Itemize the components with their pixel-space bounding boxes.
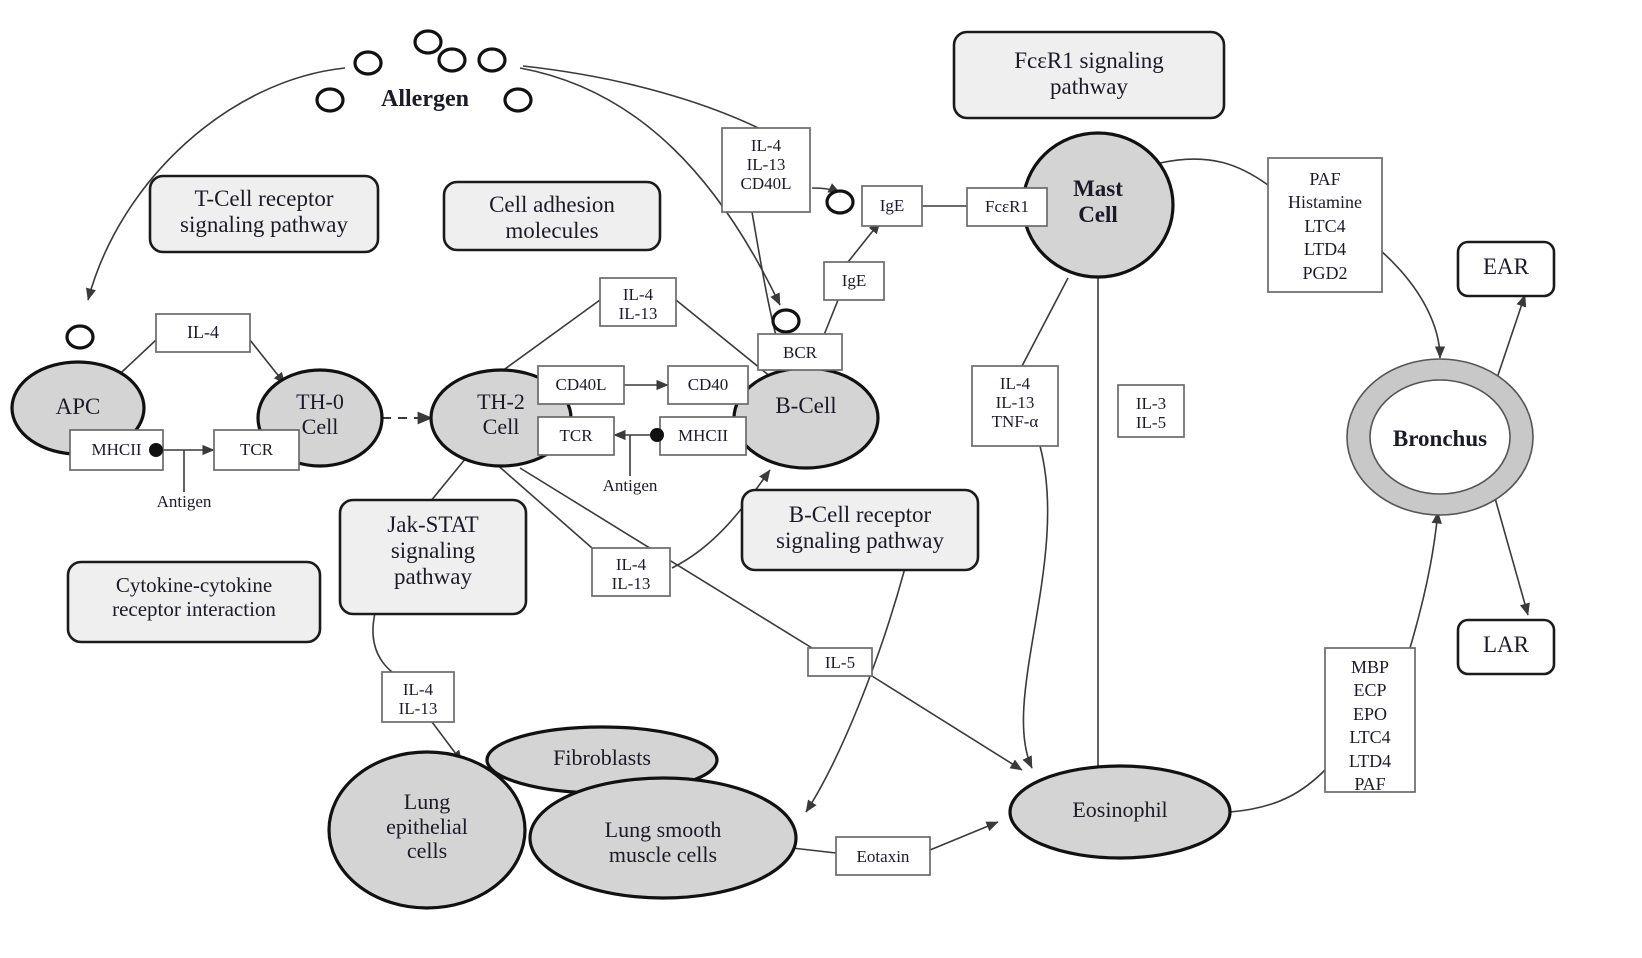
cell-bcell — [732, 366, 880, 470]
edge-th2-to-il4il13 — [486, 299, 601, 383]
edge-ige-free-to-bound — [847, 221, 881, 263]
allergen-particle-apc — [65, 324, 95, 350]
allergen-particle — [315, 87, 345, 113]
receptor-box-mhcii-bcell — [659, 416, 747, 456]
edge-il4il13-to-bcell — [675, 299, 783, 387]
edge-eosinophil-to-eosmediators — [1229, 769, 1326, 813]
pathway-box-bcr — [740, 488, 980, 572]
edge-th2-to-il4il13-jak — [493, 461, 593, 549]
pathway-box-cam — [442, 180, 662, 252]
edge-il5-to-eosinophil — [871, 675, 1023, 771]
bronchus-lumen — [1369, 379, 1511, 495]
edge-mediators-to-bronchus — [1379, 249, 1446, 359]
edge-mast-to-mediators — [1159, 158, 1269, 186]
pathway-box-cytokine — [66, 560, 322, 644]
mediator-box-il4il13cd40l — [721, 127, 811, 213]
edge-bronchus-to-ear — [1492, 294, 1527, 391]
outcome-box-lar — [1456, 618, 1556, 676]
receptor-box-ige-free — [823, 261, 885, 301]
allergen-particle — [413, 29, 443, 55]
allergen-particle — [437, 47, 467, 73]
receptor-box-tcr-th0 — [213, 429, 300, 471]
edge-jakstat-to-il4il13low — [372, 612, 393, 673]
edge-eotaxin-to-eosinophil — [929, 821, 999, 851]
outcome-box-ear — [1456, 240, 1556, 298]
allergen-particle — [503, 87, 533, 113]
receptor-box-cd40 — [667, 365, 749, 405]
mediator-box-mast-mediators — [1267, 157, 1383, 293]
allergen-particle — [477, 47, 507, 73]
allergen-particle-ige — [825, 189, 855, 215]
allergen-particle-bcr — [771, 308, 801, 334]
pathway-box-tcr — [148, 174, 380, 254]
interaction-dot-right — [650, 428, 664, 442]
allergen-particle — [353, 50, 383, 76]
receptor-box-tcr-th2 — [537, 416, 615, 456]
mediator-box-il3il5 — [1117, 384, 1185, 438]
edge-bronchus-to-lar — [1494, 497, 1530, 616]
edge-allergen-to-bcell — [519, 67, 781, 306]
receptor-box-fcer1 — [966, 187, 1048, 227]
mediator-box-il4-apc-th0 — [155, 313, 251, 353]
edge-eosmediators-to-bronchus — [1409, 511, 1442, 649]
edge-il4il13jak-to-bcell — [671, 469, 771, 569]
edge-allergen-to-apc — [86, 67, 346, 301]
mediator-box-eotaxin — [835, 836, 931, 876]
edge-il4il13tnfa-to-eosinophil — [1022, 445, 1049, 769]
edge-bcr-to-ige-free — [821, 294, 841, 341]
mediator-box-il4il13-jak — [591, 547, 671, 597]
interaction-dot-left — [149, 443, 163, 457]
mediator-box-il5 — [807, 647, 873, 677]
mediator-box-il4il13tnfa — [971, 365, 1059, 447]
edge-bcrpathway-to-lungsmooth — [805, 567, 906, 813]
edge-th2-to-jakstat — [429, 457, 467, 503]
mediator-box-il4il13-lower — [381, 671, 455, 723]
receptor-box-ige-bound — [861, 185, 923, 227]
receptor-box-cd40l — [537, 365, 625, 405]
edge-mast-to-il4il13tnfa — [1021, 277, 1069, 367]
cell-lung-smooth — [528, 776, 798, 900]
edge-lungsmooth-to-eotaxin — [791, 847, 837, 854]
mediator-box-il4il13-upper — [599, 277, 677, 327]
cell-lung-epithelial — [327, 750, 527, 910]
pathway-box-jakstat — [338, 498, 528, 616]
cell-eosinophil — [1008, 764, 1232, 860]
pathway-box-fcer1 — [952, 30, 1226, 120]
receptor-box-bcr — [757, 333, 843, 371]
edge-il4-to-th0 — [249, 339, 286, 385]
mediator-box-eos-mediators — [1324, 647, 1416, 793]
